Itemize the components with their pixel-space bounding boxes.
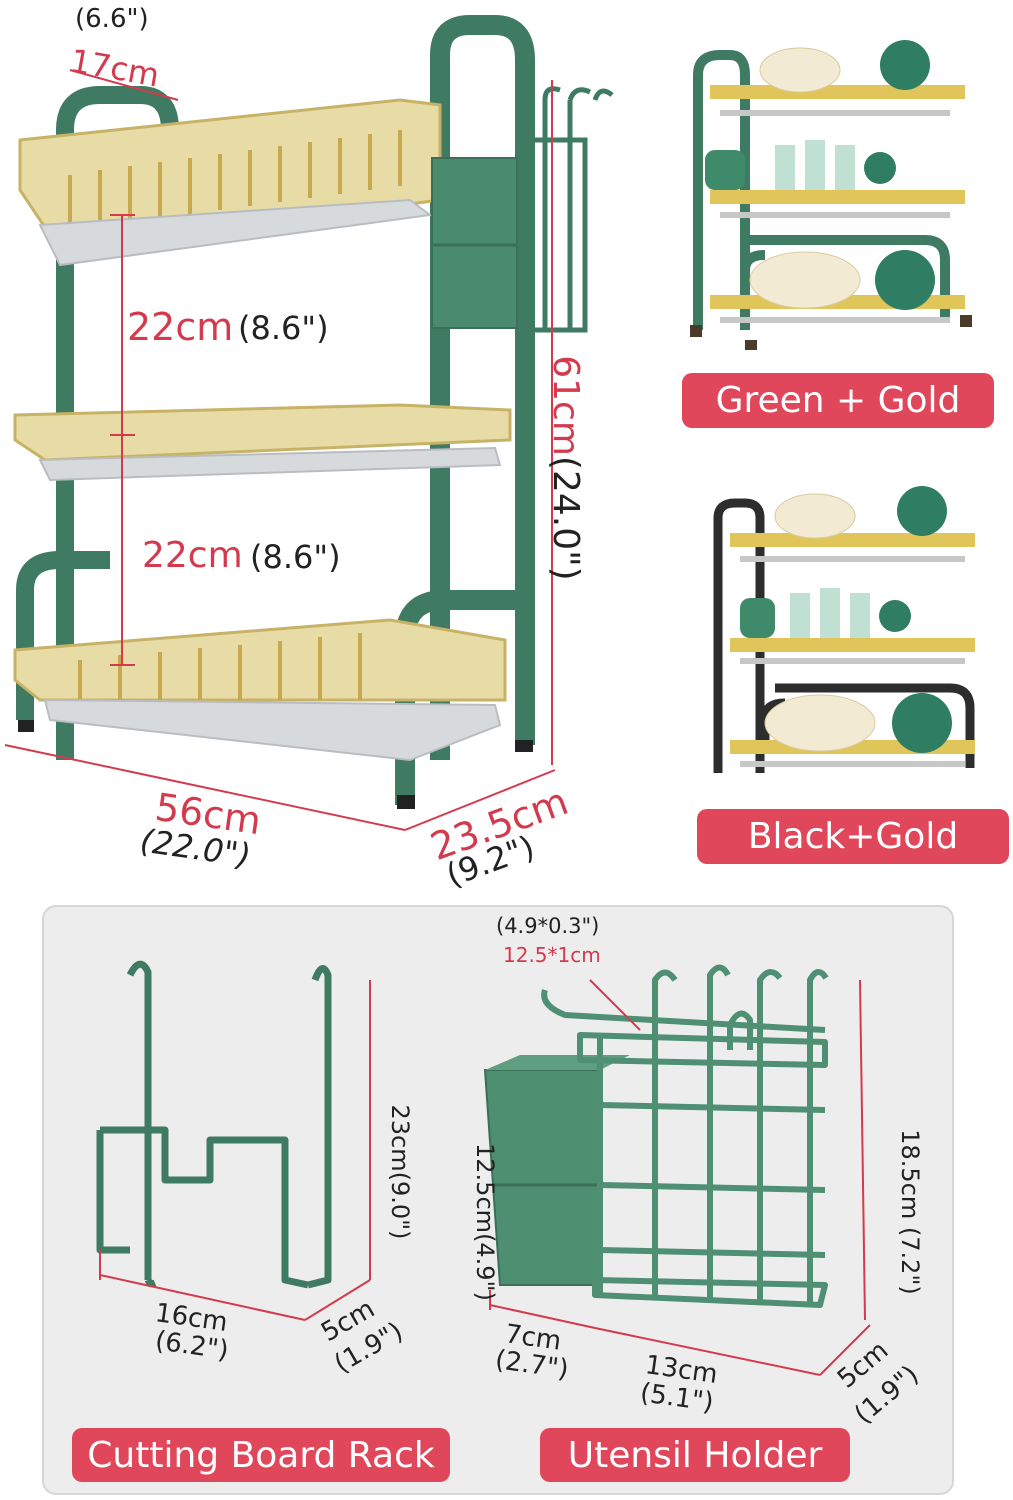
height-inch: (24.0") <box>545 455 586 581</box>
utensil-holder-label: Utensil Holder <box>540 1428 850 1482</box>
cutting-board-height: 23cm(9.0") <box>386 1104 414 1240</box>
gap-bottom-inch: (8.6") <box>250 538 341 576</box>
gap-bottom-cm: 22cm <box>142 535 243 576</box>
cutting-board-rack-label: Cutting Board Rack <box>72 1428 450 1482</box>
gap-top-inch: (8.6") <box>238 309 329 347</box>
utensil-bar-cm: 12.5*1cm <box>503 943 601 967</box>
height-label: 61cm(24.0") <box>545 298 586 638</box>
utensil-holder-illustration <box>483 964 871 1376</box>
gap-top-cm: 22cm <box>127 305 234 349</box>
height-cm: 61cm <box>545 355 586 456</box>
black-gold-rack-image <box>713 486 975 773</box>
green-gold-rack-image <box>690 40 972 350</box>
utensil-bar-inch: (4.9*0.3") <box>496 914 600 938</box>
cutting-board-rack-illustration <box>96 960 371 1321</box>
variant-black-gold-label: Black+Gold <box>697 809 1009 864</box>
variant-green-gold-label: Green + Gold <box>682 373 994 428</box>
main-rack-illustration <box>4 14 614 831</box>
utensil-cup-height: 12.5cm(4.9") <box>471 1143 499 1301</box>
shelf-width-inch: (6.6") <box>75 4 149 34</box>
utensil-height: 18.5cm (7.2") <box>896 1129 924 1295</box>
